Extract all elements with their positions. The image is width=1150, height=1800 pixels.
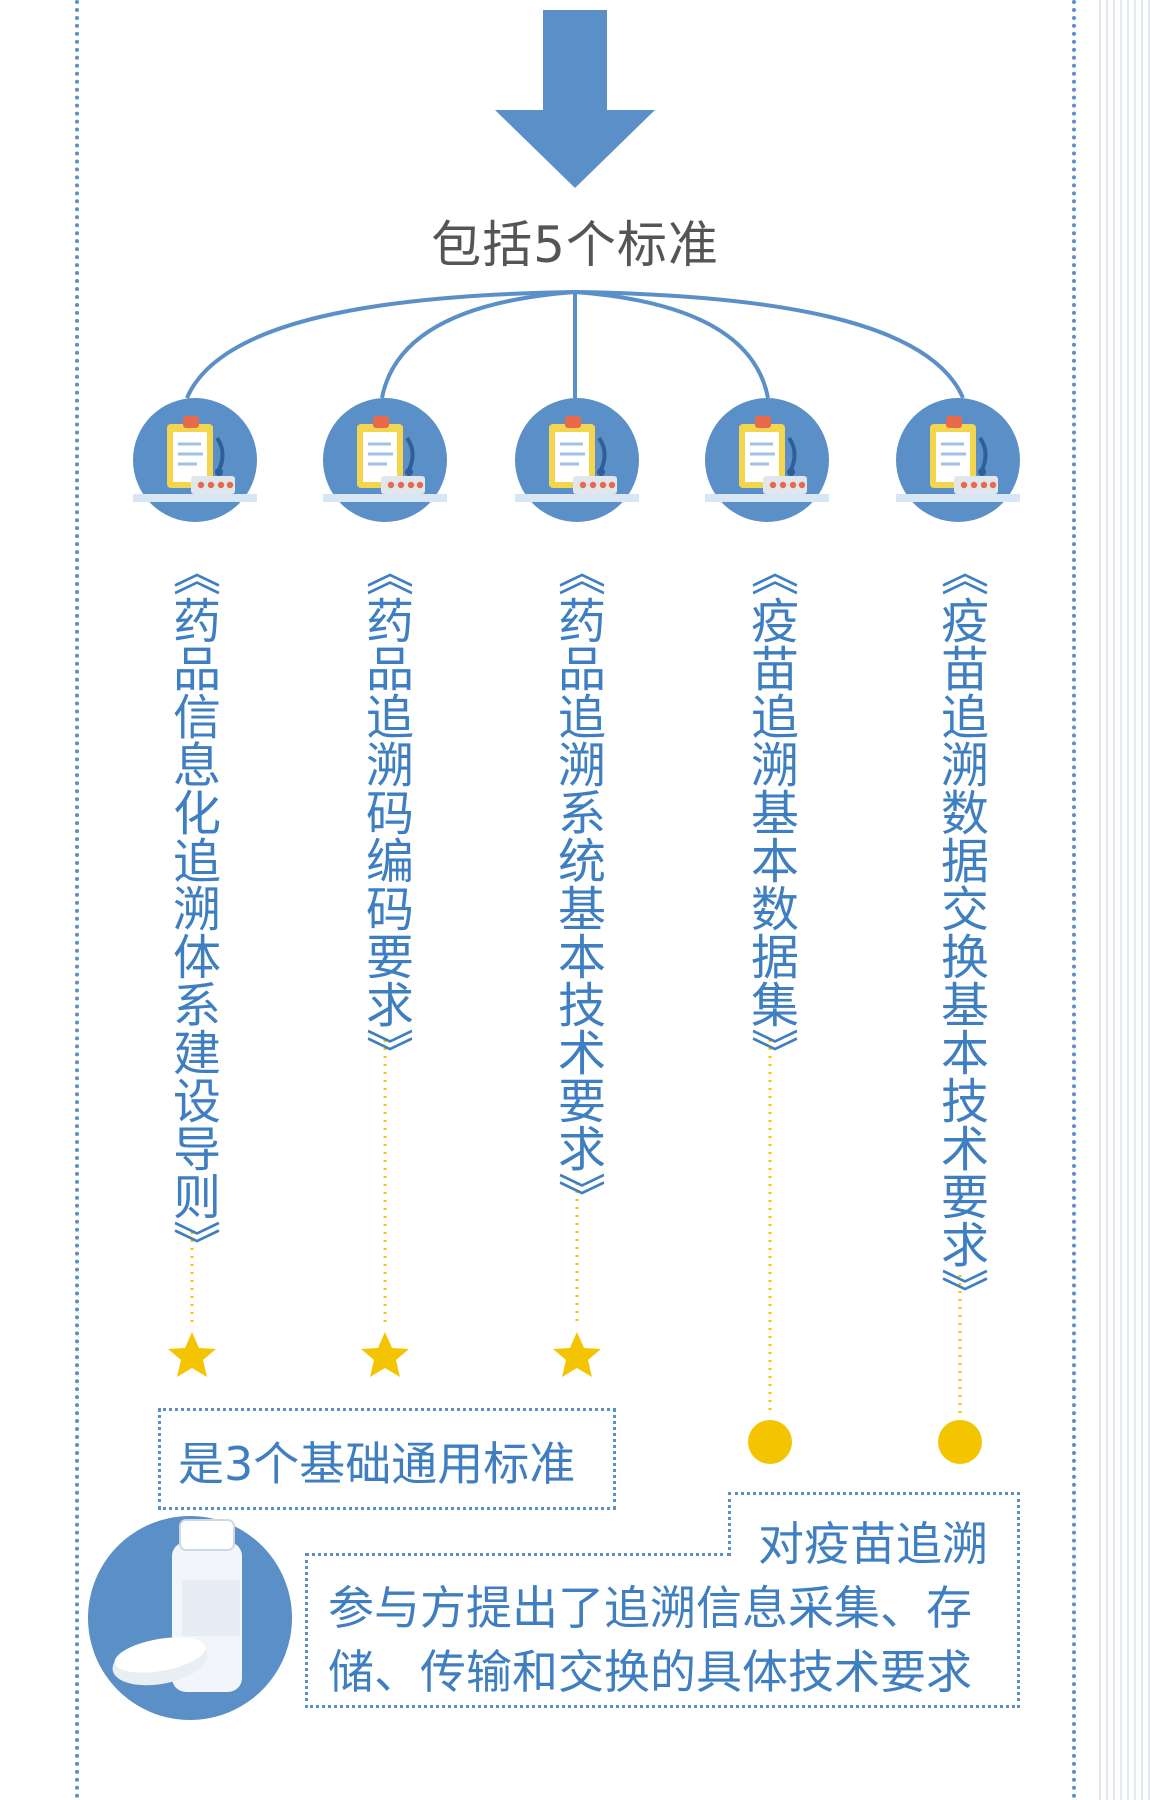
standard-name: 《药品追溯系统基本技术要求》 [549, 548, 605, 1220]
vaccine-note-line2: 参与方提出了追溯信息采集、存 [328, 1581, 972, 1635]
vaccine-note-divider [305, 1553, 731, 1556]
clipboard-medicine-icon [513, 396, 641, 524]
dotted-drop-lines [190, 1040, 962, 1415]
down-arrow-icon [495, 10, 655, 188]
side-stripes [1094, 0, 1150, 1800]
general-standards-text: 是3个基础通用标准 [178, 1437, 576, 1491]
standard-name: 《疫苗追溯基本数据集》 [742, 548, 798, 1076]
standard-name: 《药品信息化追溯体系建设导则》 [164, 548, 220, 1268]
connector-lines [185, 290, 965, 399]
left-frame-line [75, 0, 79, 1800]
vaccine-note-line1: 对疫苗追溯 [758, 1517, 988, 1571]
star-icon [168, 1332, 216, 1377]
star-icon [361, 1332, 409, 1377]
clipboard-medicine-icon [703, 396, 831, 524]
clipboard-medicine-icon [131, 396, 259, 524]
right-frame-line [1072, 0, 1076, 1800]
standard-name: 《疫苗追溯数据交换基本技术要求》 [932, 548, 988, 1316]
dot-icon [938, 1420, 982, 1464]
vaccine-note-main-box [305, 1553, 1020, 1708]
standard-name: 《药品追溯码编码要求》 [357, 548, 413, 1076]
dot-icon [748, 1420, 792, 1464]
page-title: 包括5个标准 [431, 216, 719, 274]
clipboard-medicine-icon [321, 396, 449, 524]
vaccine-note-line3: 储、传输和交换的具体技术要求 [328, 1645, 972, 1699]
clipboard-medicine-icon [894, 396, 1022, 524]
general-standards-box [158, 1408, 616, 1510]
medicine-bottle-icon [88, 1516, 292, 1720]
star-icon [553, 1332, 601, 1377]
